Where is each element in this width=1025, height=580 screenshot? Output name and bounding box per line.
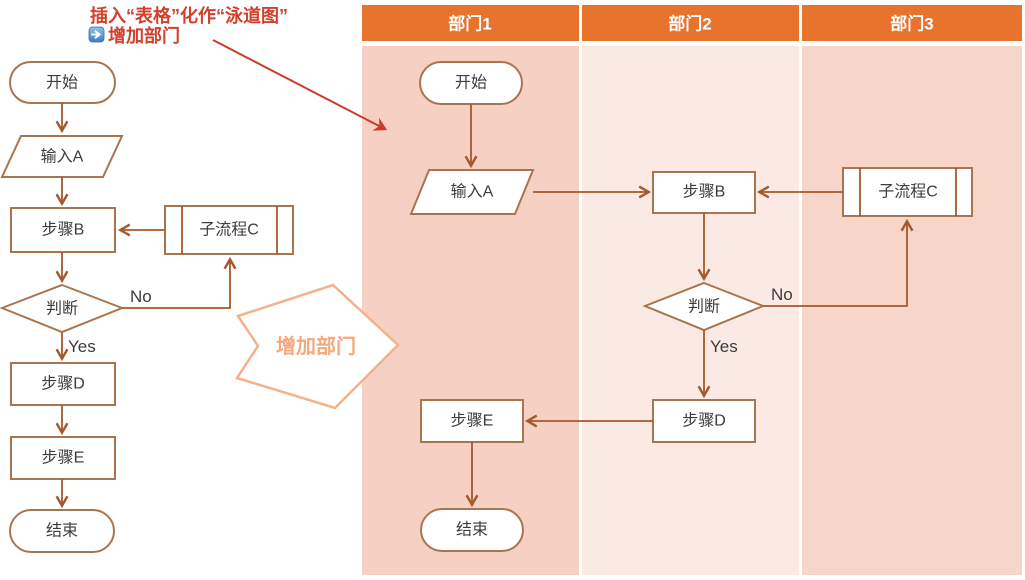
transform-arrow: 增加部门	[235, 283, 400, 410]
sl-step-e-node-label: 步骤E	[451, 412, 494, 430]
swimlane-flowchart: 开始 输入A 步骤B 子流程C 判断 No Yes 步骤D 步骤E 结束	[409, 61, 973, 552]
lane2-header	[582, 5, 799, 41]
sl-end-node-label: 结束	[456, 521, 488, 539]
sl-input-a-node	[409, 169, 535, 215]
sl-subprocess-c-node	[842, 167, 973, 217]
start-node-label: 开始	[46, 74, 78, 92]
sl-subprocess-c-node-label: 子流程C	[878, 183, 938, 201]
swimlane-table: 部门1 部门2 部门3	[362, 5, 1022, 575]
sl-step-d-node-label: 步骤D	[682, 412, 726, 430]
sl-input-a-node-label: 输入A	[451, 183, 494, 201]
lane3-background	[802, 46, 1022, 575]
sl-decision-node-label: 判断	[688, 298, 720, 316]
step-e-node	[10, 436, 116, 480]
sl-step-b-node	[652, 171, 756, 214]
annotation: 插入“表格”化作“泳道图” 增加部门	[88, 5, 388, 131]
no-edge-label: No	[130, 287, 152, 306]
step-b-node-label: 步骤B	[42, 221, 85, 239]
annotation-line1: 插入“表格”化作“泳道图”	[90, 5, 288, 26]
sl-step-b-node-label: 步骤B	[683, 183, 726, 201]
input-a-node	[0, 135, 124, 178]
sl-yes-edge-label: Yes	[710, 337, 738, 356]
sl-start-node-label: 开始	[455, 74, 487, 92]
sl-end-node	[420, 508, 524, 552]
step-d-node	[10, 362, 116, 406]
left-flowchart: 开始 输入A 步骤B 子流程C 判断 No Yes 步骤D 步骤E 结束	[0, 61, 294, 553]
sl-step-d-node	[652, 399, 756, 443]
step-e-node-label: 步骤E	[42, 449, 85, 467]
arrow-decision-no-to-subprocess	[122, 256, 237, 309]
lane1-header	[362, 5, 579, 41]
input-a-node-label: 输入A	[41, 148, 84, 166]
sl-arrow-decision-no-to-subprocess	[763, 218, 914, 307]
decision-node-label: 判断	[46, 300, 78, 318]
lane1-header-label: 部门1	[448, 14, 491, 34]
sl-step-e-node	[420, 399, 524, 443]
step-b-node	[10, 207, 116, 253]
subprocess-c-node	[164, 205, 294, 255]
transform-arrow-shape	[235, 283, 400, 410]
lane2-header-label: 部门2	[668, 14, 711, 34]
lane3-header	[802, 5, 1022, 41]
end-node	[9, 509, 115, 553]
end-node-label: 结束	[46, 522, 78, 540]
transform-arrow-label: 增加部门	[276, 334, 356, 358]
blue-right-arrow-icon	[88, 26, 105, 43]
blue-right-arrow-icon-glyph	[91, 30, 101, 39]
step-d-node-label: 步骤D	[41, 375, 85, 393]
lane3-header-label: 部门3	[890, 14, 933, 34]
sl-no-edge-label: No	[771, 285, 793, 304]
annotation-arrow	[212, 39, 388, 131]
annotation-line2: 增加部门	[108, 25, 180, 46]
subprocess-c-node-label: 子流程C	[199, 221, 259, 239]
yes-edge-label: Yes	[68, 337, 96, 356]
